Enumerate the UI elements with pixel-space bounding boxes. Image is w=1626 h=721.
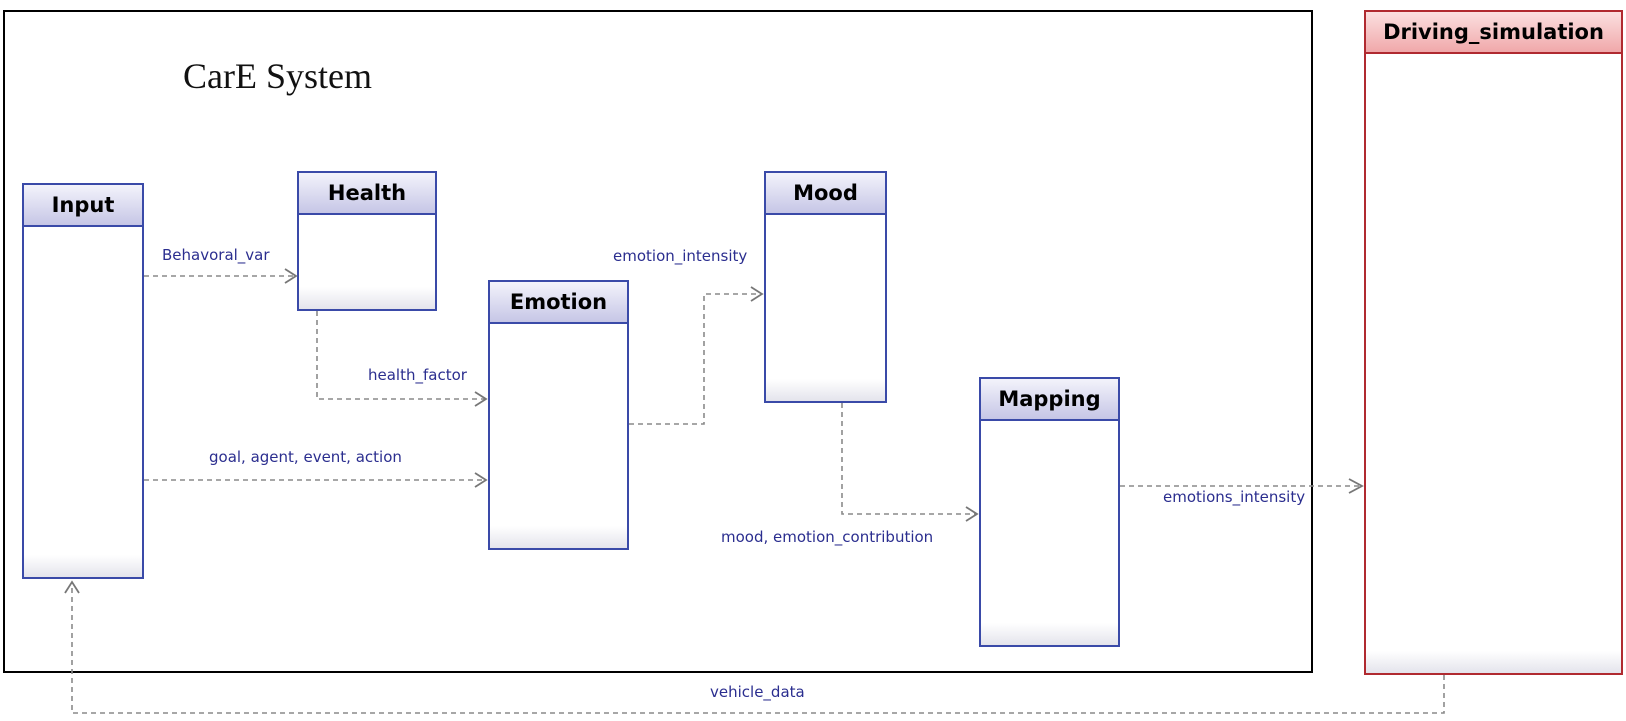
mapping-box[interactable]: Mapping xyxy=(979,377,1120,647)
label-mood-emotion-contribution: mood, emotion_contribution xyxy=(721,528,934,546)
connector-health-factor xyxy=(316,311,486,400)
driving-simulation-box[interactable]: Driving_simulation xyxy=(1364,10,1623,675)
emotion-body-shade xyxy=(490,526,627,548)
mood-box[interactable]: Mood xyxy=(764,171,887,403)
label-behavioral-var: Behavoral_var xyxy=(162,246,270,264)
arrowhead-health xyxy=(284,268,298,284)
mood-header: Mood xyxy=(766,173,885,215)
connector-mood-emotion-contribution xyxy=(841,403,977,515)
health-box[interactable]: Health xyxy=(297,171,437,311)
label-emotion-intensity: emotion_intensity xyxy=(613,247,748,265)
mood-body-shade xyxy=(766,379,885,401)
connector-vehicle-data xyxy=(71,582,1445,714)
driving-simulation-body-shade xyxy=(1366,651,1621,673)
health-body-shade xyxy=(299,287,435,309)
arrowhead-mapping xyxy=(965,506,979,522)
arrowhead-input xyxy=(64,580,80,594)
label-health-factor: health_factor xyxy=(368,366,467,384)
input-box[interactable]: Input xyxy=(22,183,144,579)
emotion-box[interactable]: Emotion xyxy=(488,280,629,550)
driving-simulation-header: Driving_simulation xyxy=(1366,12,1621,54)
label-goal-agent-event-action: goal, agent, event, action xyxy=(209,448,402,466)
arrowhead-emotion-goal xyxy=(474,472,488,488)
input-body-shade xyxy=(24,555,142,577)
label-emotions-intensity: emotions_intensity xyxy=(1163,488,1306,506)
health-header: Health xyxy=(299,173,435,215)
system-title: CarE System xyxy=(183,56,372,96)
arrowhead-mood xyxy=(750,286,764,302)
connector-emotion-intensity xyxy=(629,293,762,425)
mapping-header: Mapping xyxy=(981,379,1118,421)
label-vehicle-data: vehicle_data xyxy=(710,683,805,701)
input-header: Input xyxy=(24,185,142,227)
arrowhead-driving-simulation xyxy=(1348,478,1364,494)
arrowhead-emotion-health-factor xyxy=(474,391,488,407)
emotion-header: Emotion xyxy=(490,282,627,324)
mapping-body-shade xyxy=(981,623,1118,645)
